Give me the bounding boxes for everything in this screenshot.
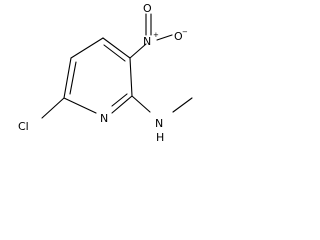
charge-label-nitro-n: + [153, 31, 159, 39]
bond-c3-c2 [129, 57, 133, 97]
atom-label-nitro-o-right: O [174, 30, 183, 43]
atom-label-ring-n: N [100, 112, 108, 125]
atom-label-nitro-o-top: O [143, 2, 152, 15]
bond-c2-n1-outer [111, 95, 133, 114]
bond-c4-c3-inner [103, 44, 126, 62]
bond-c2-n1-inner [111, 93, 128, 107]
bond-n1-c6-outer [63, 97, 97, 114]
charge-label-nitro-o: − [182, 28, 188, 36]
bond-c2-nh [131, 95, 151, 113]
pyridine-ring [63, 37, 133, 114]
bond-no2-o-single [156, 34, 173, 41]
atom-label-cl: Cl [18, 120, 29, 133]
atom-label-amine-n: N [155, 117, 163, 130]
atom-label-nitro-n: N [143, 35, 151, 48]
bond-c6-cl [41, 97, 65, 119]
bond-c3-no2 [129, 43, 147, 59]
atom-label-amine-h: H [156, 131, 164, 144]
bond-c6-c5-inner [69, 61, 77, 95]
bond-c6-c5 [63, 57, 72, 99]
bond-nh-ch3 [172, 97, 193, 113]
bond-c5-c4-outer [70, 37, 104, 59]
bond-c4-c3 [102, 37, 131, 59]
structure-canvas: Cl N N H N + O O − [0, 0, 200, 148]
molecule-structure: Cl N N H N + O O − [18, 2, 193, 144]
